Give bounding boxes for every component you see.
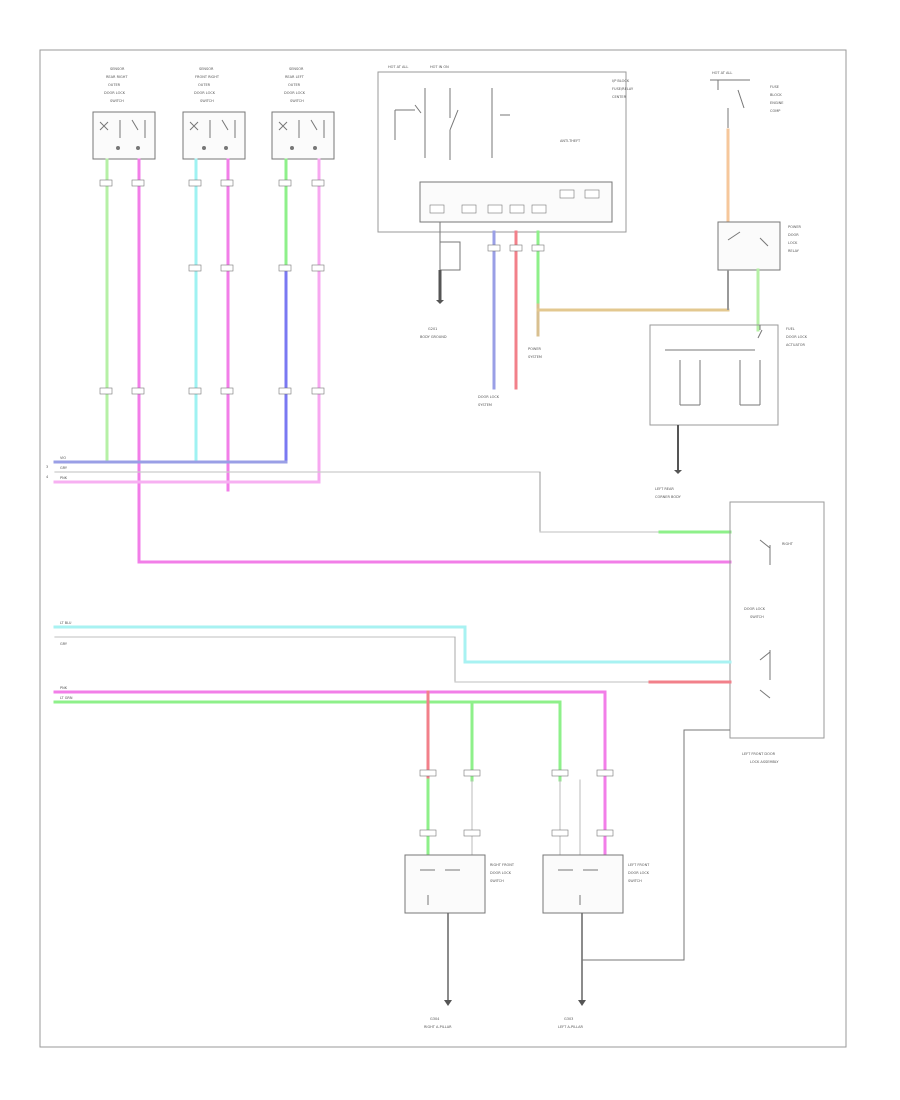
relay-block: HOT AT ALL HOT IN ON I/P BLOCK FUSE/RELA…: [377, 65, 634, 233]
svg-text:RIGHT: RIGHT: [782, 542, 794, 546]
svg-text:ENGINE: ENGINE: [770, 101, 783, 105]
svg-text:PNK: PNK: [60, 686, 68, 690]
fuse-block-right: HOT AT ALL FUSE BLOCK ENGINE COMP: [710, 71, 783, 224]
svg-text:CORNER BODY: CORNER BODY: [655, 495, 682, 499]
svg-text:G303: G303: [564, 1017, 573, 1021]
svg-text:DOOR: DOOR: [788, 233, 799, 237]
svg-text:OUTER: OUTER: [198, 83, 211, 87]
svg-text:GRY: GRY: [60, 642, 68, 646]
door-switch-wires: [419, 769, 614, 857]
svg-text:RELAY: RELAY: [788, 249, 800, 253]
svg-text:FUSE: FUSE: [770, 85, 779, 89]
svg-text:LEFT REAR: LEFT REAR: [655, 487, 674, 491]
svg-text:G201: G201: [428, 327, 437, 331]
svg-text:FRONT RIGHT: FRONT RIGHT: [195, 75, 220, 79]
svg-text:SENSOR: SENSOR: [199, 67, 214, 71]
svg-text:CENTER: CENTER: [612, 95, 627, 99]
svg-text:LT GRN: LT GRN: [60, 696, 73, 700]
svg-text:DOOR LOCK: DOOR LOCK: [194, 91, 216, 95]
svg-text:I/P BLOCK: I/P BLOCK: [612, 79, 630, 83]
svg-text:3: 3: [46, 465, 48, 469]
svg-text:BLOCK: BLOCK: [770, 93, 782, 97]
svg-text:SWITCH: SWITCH: [750, 615, 764, 619]
svg-text:SWITCH: SWITCH: [110, 99, 124, 103]
svg-text:POWER: POWER: [528, 347, 542, 351]
door-lock-switch-right: LEFT FRONT DOOR LOCK SWITCH: [542, 854, 650, 914]
svg-text:DOOR LOCK: DOOR LOCK: [786, 335, 808, 339]
svg-text:HOT IN ON: HOT IN ON: [430, 65, 449, 69]
switch-panel: RIGHT DOOR LOCK SWITCH LEFT FRONT DOOR L…: [729, 501, 825, 764]
svg-text:G304: G304: [430, 1017, 440, 1021]
svg-text:ACTUATOR: ACTUATOR: [786, 343, 805, 347]
svg-text:SENSOR: SENSOR: [110, 67, 125, 71]
svg-text:POWER: POWER: [788, 225, 802, 229]
svg-text:SWITCH: SWITCH: [290, 99, 304, 103]
svg-text:LEFT FRONT: LEFT FRONT: [628, 863, 650, 867]
svg-text:DOOR LOCK: DOOR LOCK: [284, 91, 306, 95]
svg-text:REAR RIGHT: REAR RIGHT: [106, 75, 128, 79]
svg-text:SYSTEM: SYSTEM: [528, 355, 542, 359]
lower-buses: LT BLU GRY PNK LT GRN: [53, 621, 732, 857]
relay-output-wires: DOOR LOCK SYSTEM POWER SYSTEM: [478, 230, 730, 407]
svg-text:ANTI-THEFT: ANTI-THEFT: [560, 139, 581, 143]
svg-text:VIO: VIO: [60, 456, 66, 460]
svg-text:RIGHT A-PILLAR: RIGHT A-PILLAR: [424, 1025, 452, 1029]
svg-text:REAR LEFT: REAR LEFT: [285, 75, 305, 79]
svg-text:DOOR LOCK: DOOR LOCK: [628, 871, 650, 875]
left-bus: VIO GRY PNK 3 4: [46, 456, 732, 564]
svg-text:DOOR LOCK: DOOR LOCK: [104, 91, 126, 95]
svg-text:LT BLU: LT BLU: [60, 621, 72, 625]
ground-left: G304 RIGHT A-PILLAR: [424, 913, 452, 1029]
svg-text:OUTER: OUTER: [288, 83, 301, 87]
motor: FUEL DOOR LOCK ACTUATOR LEFT REAR CORNER…: [649, 324, 808, 499]
svg-text:LEFT A-PILLAR: LEFT A-PILLAR: [558, 1025, 583, 1029]
relay-ground: G201 BODY GROUND: [420, 222, 461, 339]
svg-text:FUEL: FUEL: [786, 327, 795, 331]
svg-text:COMP: COMP: [770, 109, 780, 113]
top-sensor-1: SENSOR REAR RIGHT OUTER DOOR LOCK SWITCH: [92, 67, 156, 160]
svg-text:SENSOR: SENSOR: [289, 67, 304, 71]
svg-text:HOT AT ALL: HOT AT ALL: [712, 71, 732, 75]
door-lock-switch-left: RIGHT FRONT DOOR LOCK SWITCH: [404, 854, 515, 914]
top-sensor-3: SENSOR REAR LEFT OUTER DOOR LOCK SWITCH: [271, 67, 335, 160]
sensor-1-wires: [105, 158, 141, 492]
svg-text:PNK: PNK: [60, 476, 68, 480]
sensor-2-wires: [194, 158, 230, 492]
right-switch: POWER DOOR LOCK RELAY: [717, 221, 802, 332]
sensor-3-wires: [284, 158, 321, 484]
svg-text:OUTER: OUTER: [108, 83, 121, 87]
svg-text:HOT AT ALL: HOT AT ALL: [388, 65, 408, 69]
svg-text:SWITCH: SWITCH: [200, 99, 214, 103]
svg-text:SWITCH: SWITCH: [490, 879, 504, 883]
svg-text:LOCK: LOCK: [788, 241, 798, 245]
svg-text:SYSTEM: SYSTEM: [478, 403, 492, 407]
svg-text:SWITCH: SWITCH: [628, 879, 642, 883]
ground-right: G303 LEFT A-PILLAR: [558, 729, 730, 1029]
svg-text:4: 4: [46, 475, 49, 479]
svg-text:LEFT FRONT DOOR: LEFT FRONT DOOR: [742, 752, 776, 756]
svg-text:FUSE/RELAY: FUSE/RELAY: [612, 87, 634, 91]
svg-text:DOOR LOCK: DOOR LOCK: [490, 871, 512, 875]
svg-text:DOOR LOCK: DOOR LOCK: [744, 607, 766, 611]
svg-text:RIGHT FRONT: RIGHT FRONT: [490, 863, 515, 867]
svg-text:BODY GROUND: BODY GROUND: [420, 335, 447, 339]
diagram-frame: [39, 49, 847, 1048]
svg-text:DOOR LOCK: DOOR LOCK: [478, 395, 500, 399]
sensor-connectors: [99, 179, 325, 395]
svg-text:GRY: GRY: [60, 466, 68, 470]
top-sensor-2: SENSOR FRONT RIGHT OUTER DOOR LOCK SWITC…: [182, 67, 246, 160]
svg-text:LOCK ASSEMBLY: LOCK ASSEMBLY: [750, 760, 779, 764]
